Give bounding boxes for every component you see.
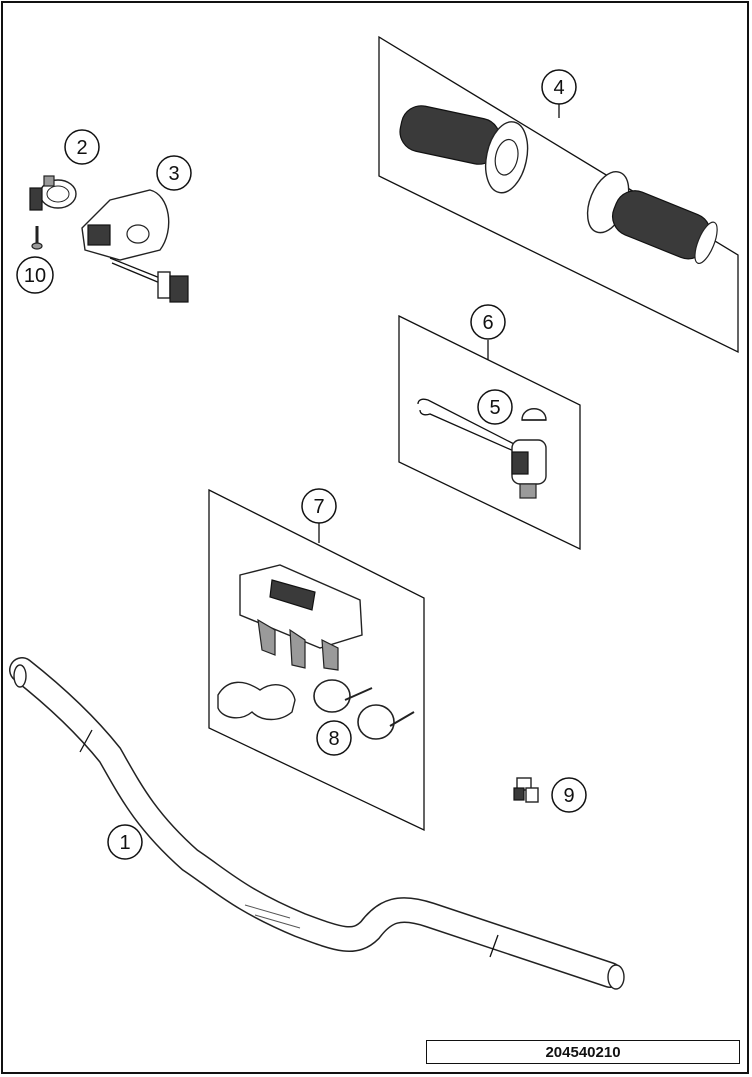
reference-number-box: 204540210 — [426, 1040, 740, 1064]
callout-1: 1 — [107, 824, 143, 860]
handlebar-part — [9, 657, 625, 990]
callout-3-label: 3 — [168, 163, 179, 185]
grip-set-part — [399, 105, 718, 264]
clip-part — [513, 777, 539, 803]
cap-part — [521, 408, 547, 421]
reference-number: 204540210 — [545, 1043, 621, 1061]
cable-ties-part — [313, 679, 415, 740]
bar-pad-part — [217, 564, 363, 721]
callout-6: 6 — [470, 304, 506, 340]
screw-part — [31, 226, 43, 250]
callout-7: 7 — [301, 488, 337, 524]
callout-10: 10 — [16, 256, 54, 294]
callout-2: 2 — [64, 129, 100, 165]
kill-switch-part — [417, 398, 547, 499]
callout-8: 8 — [316, 720, 352, 756]
callout-8-label: 8 — [328, 728, 339, 750]
callout-7-label: 7 — [313, 496, 324, 518]
clamp-part — [29, 175, 77, 211]
callout-6-label: 6 — [482, 312, 493, 334]
throttle-housing-part — [81, 189, 189, 303]
callout-10-label: 10 — [24, 265, 46, 287]
callout-4-label: 4 — [553, 77, 564, 99]
callout-4: 4 — [541, 69, 577, 105]
callout-3: 3 — [156, 155, 192, 191]
callout-9-label: 9 — [563, 785, 574, 807]
panel-bar-pad — [208, 488, 425, 832]
callout-9: 9 — [551, 777, 587, 813]
callout-1-label: 1 — [119, 832, 130, 854]
panel-kill-switch — [398, 314, 581, 551]
callout-5-label: 5 — [489, 397, 500, 419]
callout-5: 5 — [477, 389, 513, 425]
callout-2-label: 2 — [76, 137, 87, 159]
